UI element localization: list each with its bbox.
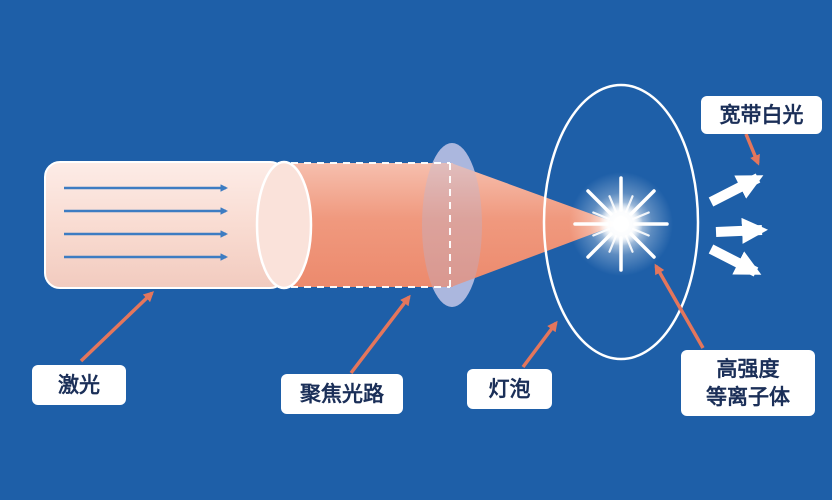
broadband-pointer-arrow-icon — [744, 133, 760, 166]
plasma-pointer-arrow-icon — [654, 263, 705, 349]
focusing-path-dashed-outline — [239, 162, 451, 288]
bulb-label: 灯泡 — [467, 369, 552, 409]
broadband-white-light-label: 宽带白光 — [701, 96, 822, 134]
focusing-path-label: 聚焦光路 — [281, 374, 403, 414]
bulb-label-text: 灯泡 — [488, 376, 531, 401]
white-light-arrow-down-icon — [708, 244, 762, 277]
bulb-outline — [542, 83, 700, 361]
laser-label: 激光 — [32, 365, 126, 405]
beam-direction-arrows — [64, 184, 228, 261]
focusing-lens-overlay — [422, 143, 482, 307]
plasma-label-line2: 等离子体 — [706, 385, 790, 409]
laser-cylinder-end-cap — [255, 160, 313, 290]
bulb-pointer-arrow-icon — [521, 320, 558, 369]
white-light-arrow-mid-icon — [715, 217, 768, 244]
laser-label-text: 激光 — [58, 372, 100, 397]
white-light-arrows — [708, 173, 768, 277]
plasma-label-line1: 高强度 — [716, 356, 780, 381]
converging-beam-cone — [451, 163, 619, 287]
focusing-path-label-text: 聚焦光路 — [300, 381, 384, 406]
white-light-arrow-up-icon — [708, 173, 764, 207]
broadband-white-light-label-text: 宽带白光 — [719, 102, 804, 127]
laser-pointer-arrow-icon — [79, 291, 155, 363]
laser-beam-body — [285, 163, 453, 287]
focusing-path-pointer-arrow-icon — [349, 294, 411, 375]
laser-cylinder — [44, 161, 286, 289]
plasma-starburst — [569, 172, 673, 276]
plasma-label: 高强度 等离子体 — [681, 350, 815, 416]
callout-arrows — [79, 133, 760, 375]
